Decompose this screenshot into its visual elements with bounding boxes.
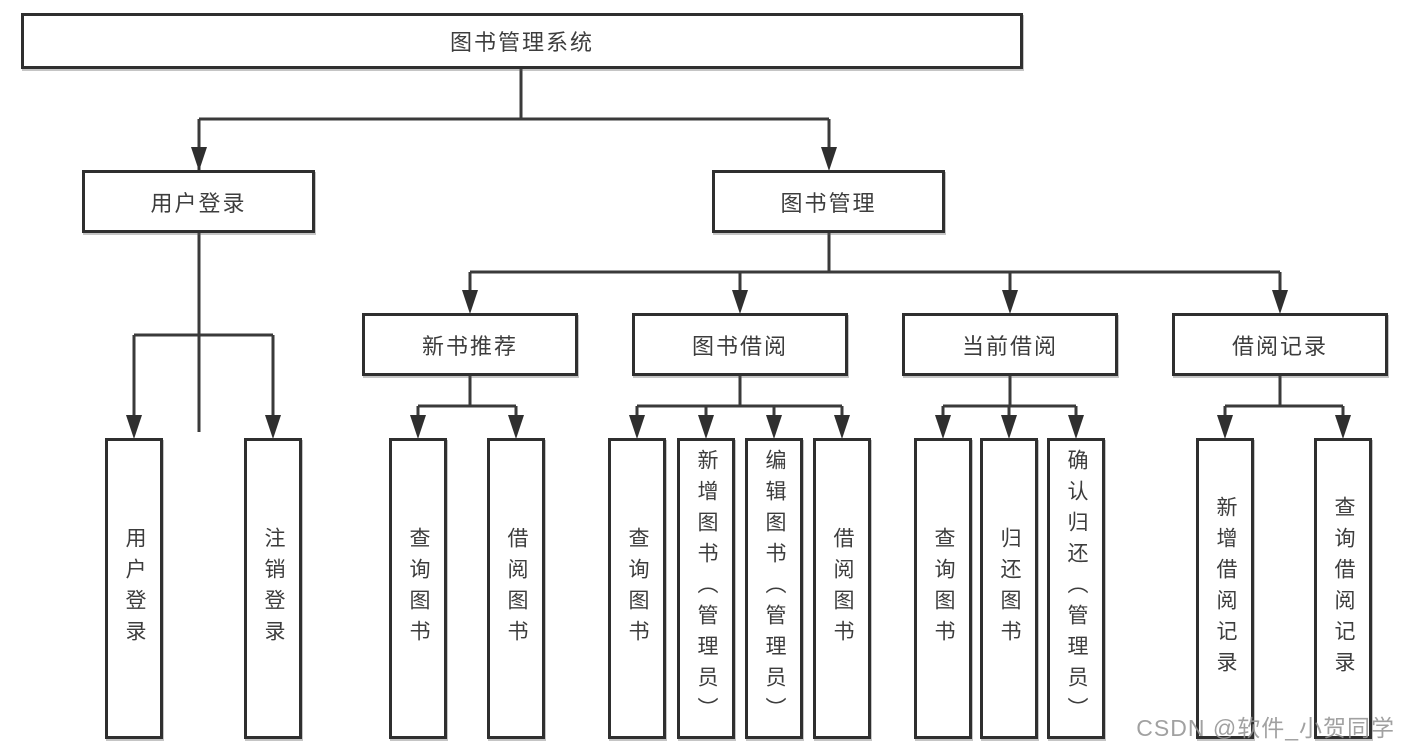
arrowheads: [126, 147, 1351, 439]
node-new-book-recommendation: 新书推荐: [362, 313, 578, 376]
leaf-borrow-book: 借阅图书: [487, 438, 545, 739]
leaf-return-book: 归还图书: [980, 438, 1038, 739]
node-book-management: 图书管理: [712, 170, 945, 233]
watermark: CSDN @软件_小贺同学: [1136, 715, 1395, 741]
leaf-add-book-admin: 新增图书（管理员）: [677, 438, 735, 739]
leaf-query-book-2: 查询图书: [608, 438, 666, 739]
leaf-confirm-return-admin: 确认归还（管理员）: [1047, 438, 1105, 739]
connector-paths: [132, 69, 1345, 432]
node-user-login: 用户登录: [82, 170, 315, 233]
leaf-logout-login: 注销登录: [244, 438, 302, 739]
leaf-borrow-book-2: 借阅图书: [813, 438, 871, 739]
leaf-edit-book-admin: 编辑图书（管理员）: [745, 438, 803, 739]
leaf-query-book: 查询图书: [389, 438, 447, 739]
leaf-query-borrow-record: 查询借阅记录: [1314, 438, 1372, 739]
node-library-management-system: 图书管理系统: [21, 13, 1023, 69]
node-borrowing-records: 借阅记录: [1172, 313, 1388, 376]
leaf-add-borrow-record: 新增借阅记录: [1196, 438, 1254, 739]
node-current-borrowing: 当前借阅: [902, 313, 1118, 376]
leaf-query-book-3: 查询图书: [914, 438, 972, 739]
leaf-user-login: 用户登录: [105, 438, 163, 739]
node-book-borrowing: 图书借阅: [632, 313, 848, 376]
